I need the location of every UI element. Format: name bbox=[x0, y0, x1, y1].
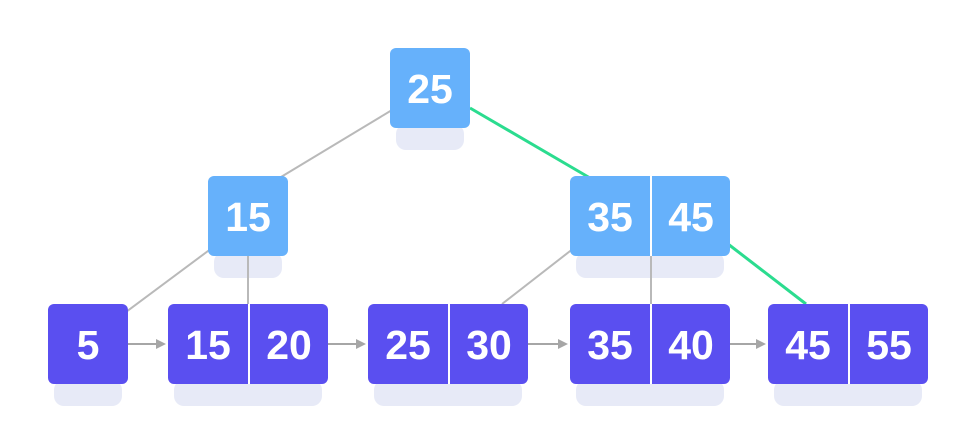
edge-15-to-leaf-5 bbox=[125, 247, 213, 313]
leaf-node-5: 45 55 bbox=[768, 304, 928, 384]
root-node: 25 bbox=[390, 48, 470, 128]
leaf-4-key-2: 40 bbox=[668, 322, 714, 368]
tree-edges bbox=[125, 109, 652, 313]
leaf-5-key-2: 55 bbox=[866, 322, 912, 368]
search-path bbox=[469, 106, 807, 306]
leaf-3-key-2: 30 bbox=[466, 322, 512, 368]
internal-right-key-1: 35 bbox=[587, 194, 633, 240]
leaf-node-1: 5 bbox=[48, 304, 128, 384]
edge-root-to-15 bbox=[275, 109, 393, 181]
leaf-node-4: 35 40 bbox=[570, 304, 730, 384]
internal-left-key: 15 bbox=[225, 194, 271, 240]
root-key: 25 bbox=[407, 66, 453, 112]
leaf-5-key-1: 45 bbox=[785, 322, 831, 368]
internal-right-key-2: 45 bbox=[668, 194, 714, 240]
internal-node-left: 15 bbox=[208, 176, 288, 256]
leaf-4-key-1: 35 bbox=[587, 322, 633, 368]
edge-35-45-to-leaf-25-30 bbox=[501, 247, 575, 305]
leaf-3-key-1: 25 bbox=[385, 322, 431, 368]
node-shadows bbox=[54, 124, 922, 406]
leaf-2-key-1: 15 bbox=[185, 322, 231, 368]
internal-node-right: 35 45 bbox=[570, 176, 730, 256]
leaf-node-3: 25 30 bbox=[368, 304, 528, 384]
leaf-1-key-1: 5 bbox=[77, 322, 100, 368]
leaf-2-key-2: 20 bbox=[266, 322, 312, 368]
path-edge-root-to-35-45 bbox=[469, 106, 591, 180]
path-edge-35-45-to-leaf-45-55 bbox=[727, 242, 807, 306]
leaf-node-2: 15 20 bbox=[168, 304, 328, 384]
